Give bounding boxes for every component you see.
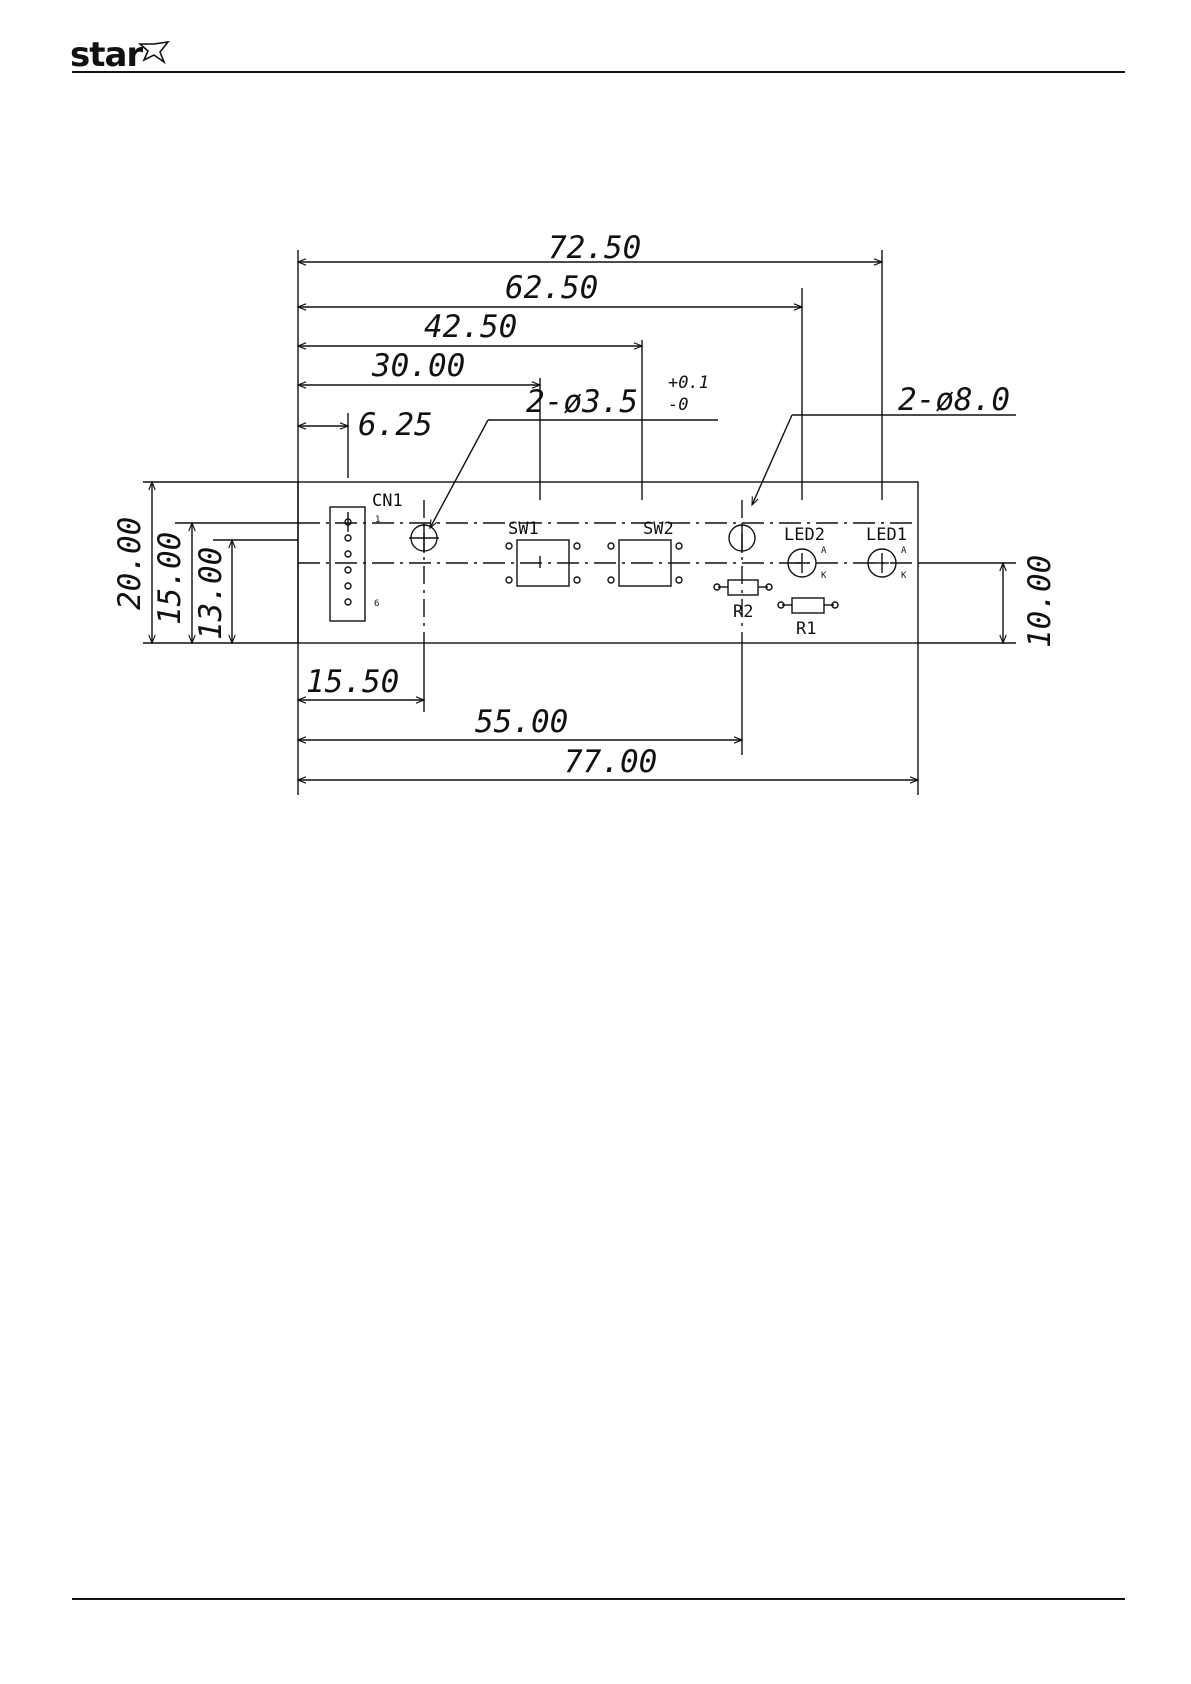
dim-55-00: 55.00 (475, 704, 568, 740)
label-led1-pin-k: K (901, 571, 907, 581)
label-cn1-pin-first: 1 (375, 515, 380, 525)
label-led1-pin-a: A (901, 546, 907, 556)
callout-hole-small: 2-ø3.5 (526, 384, 638, 420)
callout-hole-small-tol-plus: +0.1 (668, 373, 709, 393)
footer-rule (72, 1598, 1125, 1600)
sw1-pad-3 (506, 577, 512, 583)
dim-6-25: 6.25 (358, 407, 433, 443)
sw2-pad-4 (676, 577, 682, 583)
cn1-pin-6 (345, 599, 351, 605)
sw1-pad-1 (506, 543, 512, 549)
dim-15-50: 15.50 (306, 664, 399, 700)
dim-62-50: 62.50 (505, 270, 598, 306)
leader-hole-large (752, 415, 792, 505)
label-sw1: SW1 (508, 519, 539, 539)
label-cn1-pin-last: 6 (374, 599, 379, 609)
cn1-pin-2 (345, 535, 351, 541)
label-r1: R1 (796, 619, 816, 639)
cn1-pin-4 (345, 567, 351, 573)
dim-30-00: 30.00 (371, 348, 465, 384)
sw2-pad-2 (676, 543, 682, 549)
label-led1: LED1 (866, 525, 907, 545)
r1-body (792, 598, 824, 613)
dim-10-00: 10.00 (1022, 555, 1058, 648)
r2-body (728, 580, 758, 595)
label-r2: R2 (733, 602, 753, 622)
sw2-pad-1 (608, 543, 614, 549)
label-led2-pin-k: K (821, 571, 827, 581)
sw2-pad-3 (608, 577, 614, 583)
sw1-pad-2 (574, 543, 580, 549)
label-led2-pin-a: A (821, 546, 827, 556)
leader-hole-small (430, 420, 488, 528)
sw1-pad-4 (574, 577, 580, 583)
dim-15-00: 15.00 (152, 532, 188, 625)
dim-72-50: 72.50 (548, 230, 641, 266)
label-sw2: SW2 (643, 519, 674, 539)
callout-hole-large: 2-ø8.0 (898, 382, 1010, 418)
dim-42-50: 42.50 (424, 309, 517, 345)
cn1-pin-5 (345, 583, 351, 589)
label-led2: LED2 (784, 525, 825, 545)
dim-13-00: 13.00 (193, 547, 229, 640)
callout-hole-small-tol-minus: -0 (668, 395, 688, 415)
label-cn1: CN1 (372, 491, 403, 511)
cn1-pin-3 (345, 551, 351, 557)
dim-20-00: 20.00 (112, 517, 148, 610)
dim-77-00: 77.00 (564, 744, 657, 780)
